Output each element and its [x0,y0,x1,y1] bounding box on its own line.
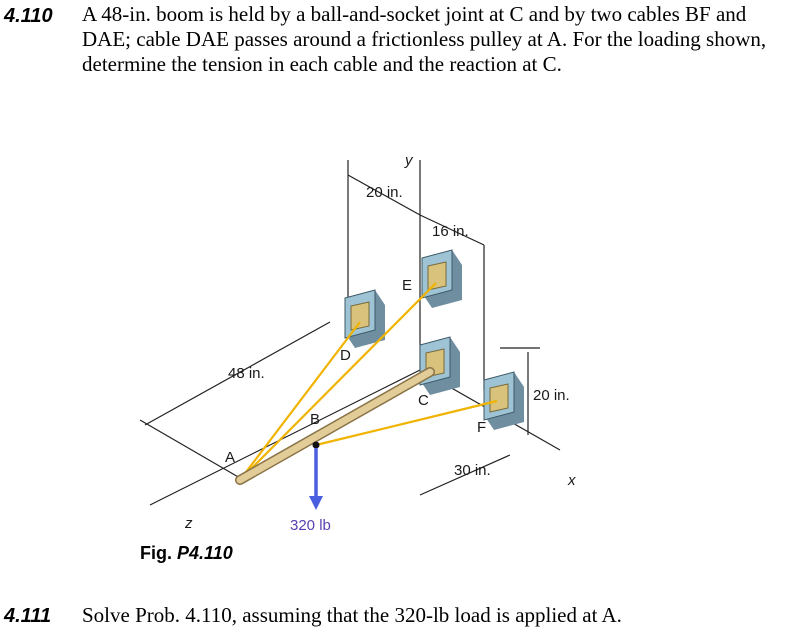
label-20-right: 20 in. [533,387,570,404]
dim-16-line [419,214,485,246]
figure-caption-prefix: Fig. [140,543,172,563]
cable-AE [239,282,437,481]
dim-48-line [144,321,331,426]
label-16: 16 in. [432,223,469,240]
label-axis-y: y [404,152,414,169]
cable-AD [239,321,361,481]
cable-BF [315,399,498,447]
problem-text: A 48-in. boom is held by a ball-and-sock… [82,2,767,76]
label-30: 30 in. [454,462,491,479]
bracket-F [483,371,524,430]
problem-text: Solve Prob. 4.110, assuming that the 320… [82,603,622,627]
figure-caption: Fig. P4.110 [140,543,233,564]
bracket-E [421,249,462,308]
label-20-top: 20 in. [366,184,403,201]
label-point-E: E [402,277,412,294]
dim-48-ext [139,419,241,479]
problem-number: 4.111 [4,605,52,627]
label-point-F: F [477,419,486,436]
label-point-D: D [340,347,351,364]
label-point-B: B [310,411,320,428]
label-point-A: A [225,449,235,466]
bracket-C [419,336,460,395]
label-axis-x: x [567,472,576,489]
boom [236,368,434,484]
figure-p4-110: 20 in. 16 in. 48 in. 20 in. 30 in. y x z… [139,152,576,534]
problem-number: 4.110 [4,5,53,27]
load-arrow-head [309,496,323,510]
label-load: 320 lb [290,517,331,534]
point-B-marker [312,441,320,449]
label-48: 48 in. [228,365,265,382]
label-point-C: C [418,392,429,409]
bracket-D [344,289,385,348]
label-axis-z: z [184,515,193,532]
z-axis-line [149,369,421,506]
figure-caption-id: P4.110 [177,543,233,563]
dim-30-line [419,454,511,496]
dim-20-line [347,174,421,216]
